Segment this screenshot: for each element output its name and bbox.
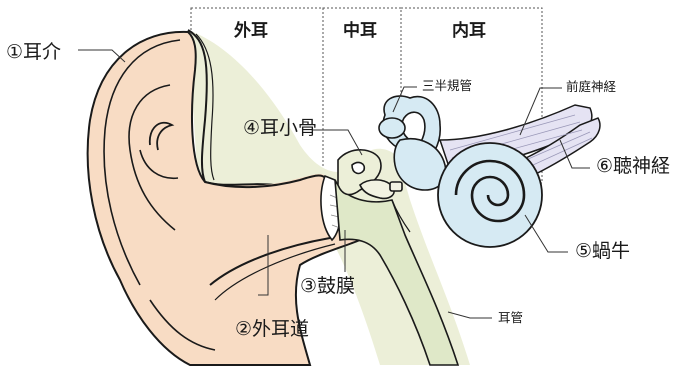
- label-cochlea: ⑤蝸牛: [575, 242, 630, 261]
- label-auditory-nerve: ⑥聴神経: [596, 157, 670, 176]
- section-middle-ear: 中耳: [343, 23, 377, 40]
- label-auricle: ①耳介: [6, 43, 61, 62]
- label-ossicles: ④耳小骨: [243, 119, 317, 138]
- label-vestibular-nerve: 前庭神経: [566, 81, 616, 94]
- label-eardrum: ③鼓膜: [300, 277, 355, 296]
- section-inner-ear: 内耳: [452, 23, 486, 40]
- section-outer-ear: 外耳: [234, 23, 268, 40]
- cochlea: [438, 143, 542, 247]
- label-semicircular-canals: 三半規管: [422, 80, 472, 93]
- label-eustachian-tube: 耳管: [498, 312, 523, 325]
- label-ear-canal: ②外耳道: [235, 320, 309, 339]
